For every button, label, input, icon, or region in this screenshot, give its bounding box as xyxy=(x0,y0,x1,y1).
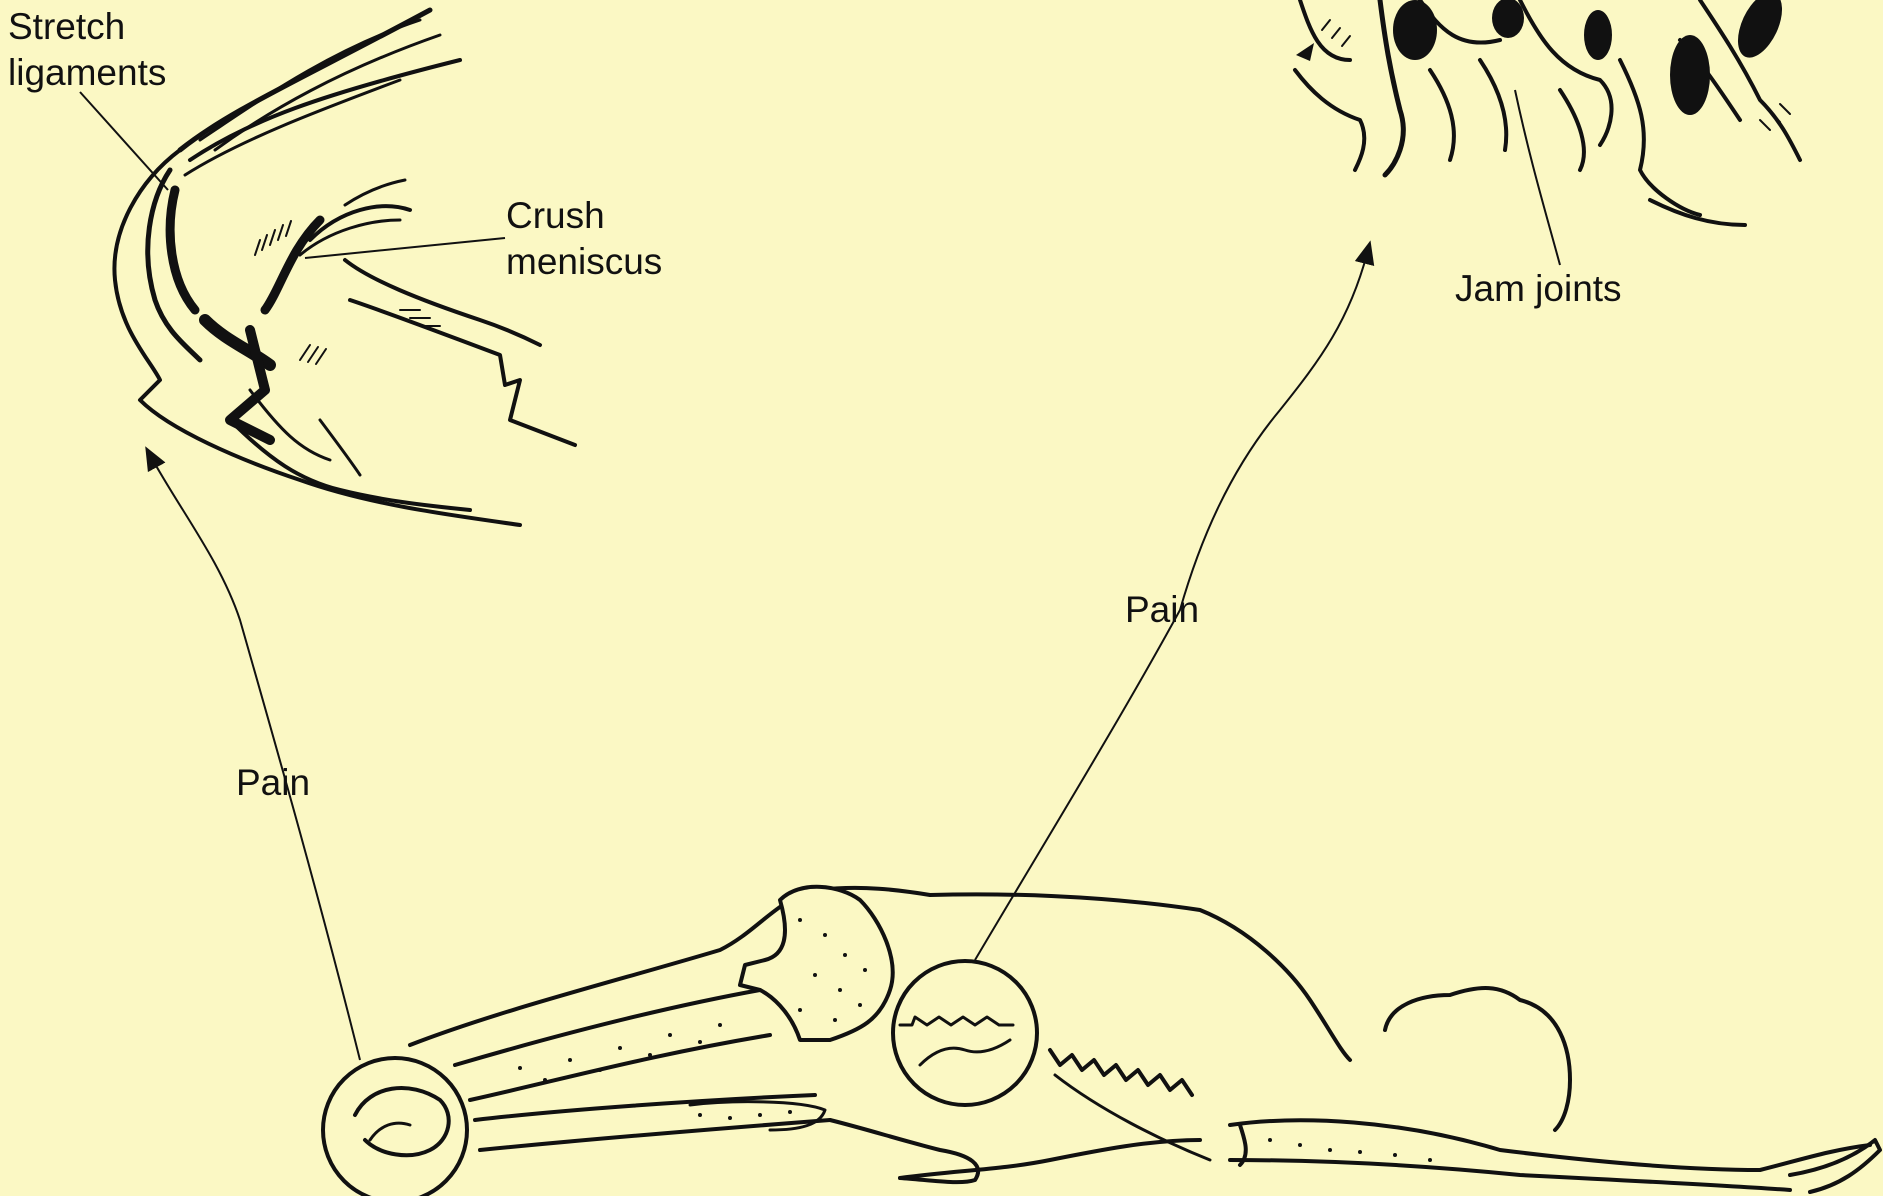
label-stretch-ligaments: Stretch ligaments xyxy=(8,4,166,96)
label-jam-joints: Jam joints xyxy=(1455,266,1622,312)
knee-highlight-circle xyxy=(323,1058,467,1196)
body-figure-illustration xyxy=(323,887,1880,1196)
leader-stretch-ligaments xyxy=(80,92,168,190)
label-pain-left: Pain xyxy=(236,760,310,806)
label-pain-right: Pain xyxy=(1125,587,1199,633)
label-stretch-line2: ligaments xyxy=(8,50,166,96)
label-crush-line2: meniscus xyxy=(506,239,662,285)
lumbar-highlight-circle xyxy=(893,961,1037,1105)
femur-stipple xyxy=(518,1023,722,1082)
leader-jam-joints xyxy=(1515,90,1560,265)
label-stretch-line1: Stretch xyxy=(8,4,166,50)
arm-stipple xyxy=(1268,1138,1432,1162)
label-crush-line1: Crush xyxy=(506,193,662,239)
label-crush-meniscus: Crush meniscus xyxy=(506,193,662,285)
spine-detail-illustration xyxy=(1295,0,1800,225)
leader-crush-meniscus xyxy=(305,238,505,258)
pain-arrow-left xyxy=(150,455,360,1060)
tibia-stipple xyxy=(698,1110,792,1120)
